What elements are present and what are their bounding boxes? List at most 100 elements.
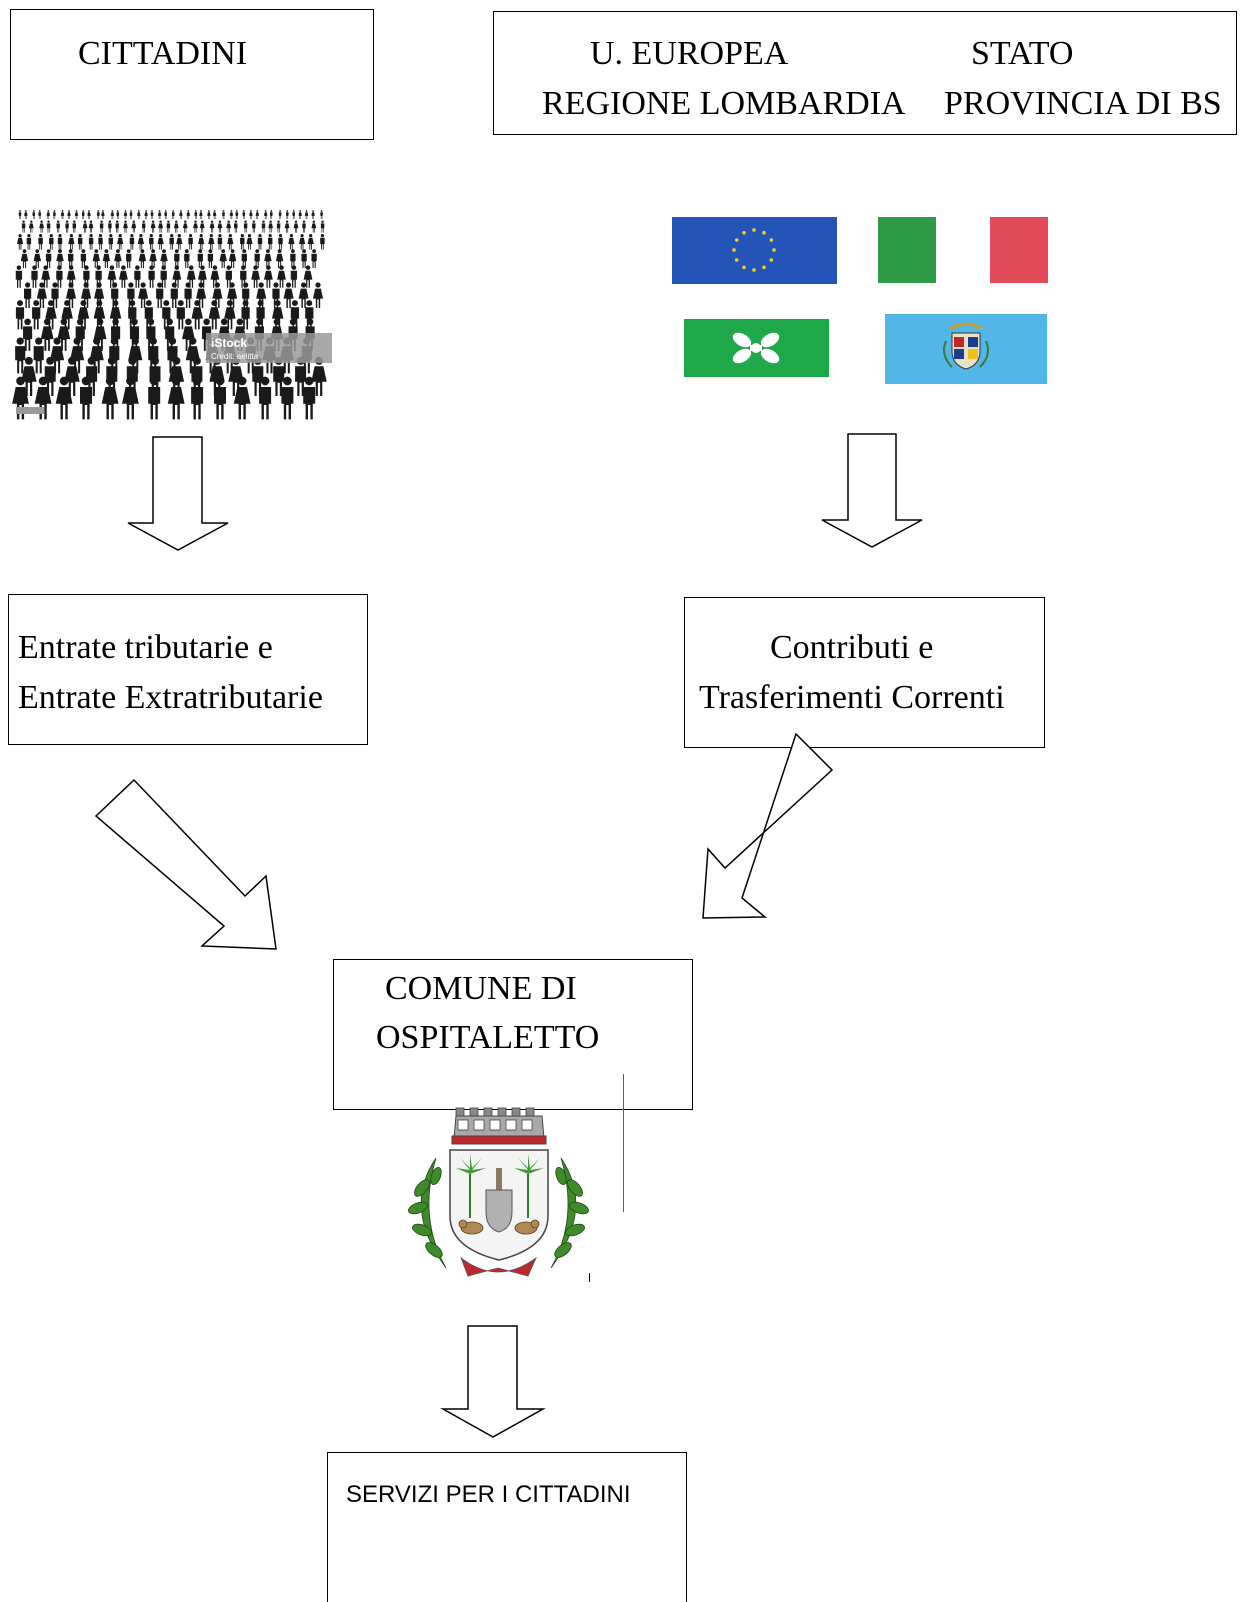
eu-star (762, 230, 766, 235)
person-figure (182, 318, 195, 351)
person-figure (101, 210, 105, 219)
person-figure (148, 265, 155, 288)
italy-flag-red (990, 217, 1048, 283)
person-figure (56, 220, 60, 233)
enti-box: U. EUROPEA STATO REGIONE LOMBARDIA PROVI… (493, 11, 1237, 135)
person-figure (129, 210, 133, 219)
arrow-down-comune (440, 1325, 546, 1438)
person-figure (209, 220, 215, 233)
person-figure (160, 265, 167, 288)
comune-line1: COMUNE DI (385, 970, 577, 1007)
person-figure (75, 318, 85, 351)
person-figure (88, 234, 94, 250)
person-figure (227, 282, 238, 309)
person-figure (65, 282, 77, 309)
person-figure (199, 210, 203, 219)
enti-stato-label: STATO (971, 35, 1074, 72)
entrate-line2: Entrate Extratributarie (18, 679, 323, 716)
person-figure (149, 249, 157, 269)
person-figure (65, 220, 69, 233)
person-figure (191, 376, 204, 420)
arrow-down-enti (821, 433, 923, 548)
eu-star (742, 265, 746, 270)
person-figure (299, 234, 306, 250)
person-figure (67, 210, 71, 219)
coat-of-arms-image (408, 1107, 589, 1277)
person-figure (17, 234, 24, 250)
eu-flag (672, 217, 837, 284)
person-figure (184, 249, 190, 269)
eu-star (769, 258, 774, 262)
person-figure (116, 210, 120, 219)
arrow-down-cittadini (127, 436, 229, 551)
person-figure (160, 249, 168, 269)
person-figure (80, 376, 92, 420)
person-figure (150, 220, 156, 233)
person-figure (89, 337, 104, 374)
person-figure (246, 234, 253, 250)
person-figure (61, 300, 73, 330)
person-figure (256, 282, 267, 309)
person-figure (171, 210, 175, 219)
person-figure (78, 234, 83, 250)
arrow-diag-contributi (702, 732, 834, 919)
person-figure (68, 234, 75, 250)
person-figure (224, 300, 236, 330)
person-figure (109, 300, 122, 330)
person-figure (158, 220, 163, 233)
eu-star (772, 248, 776, 252)
person-figure (149, 234, 154, 250)
person-figure (264, 249, 272, 269)
person-figure (101, 376, 119, 420)
person-figure (311, 220, 317, 233)
person-figure (21, 220, 26, 233)
watermark-band (206, 333, 332, 363)
person-figure (212, 282, 223, 309)
person-figure (281, 376, 294, 420)
person-figure (24, 282, 32, 309)
person-figure (290, 265, 298, 288)
person-figure (23, 318, 33, 351)
person-figure (188, 234, 193, 250)
person-figure (144, 210, 148, 219)
person-figure (252, 220, 256, 233)
person-figure (276, 220, 281, 233)
eu-star (734, 258, 739, 262)
person-figure (185, 337, 200, 374)
eu-star (762, 265, 766, 270)
person-figure (298, 210, 302, 219)
person-figure (33, 249, 42, 269)
cittadini-label: CITTADINI (78, 35, 248, 72)
person-figure (212, 210, 217, 219)
person-figure (182, 220, 188, 233)
person-figure (18, 210, 22, 219)
person-figure (41, 265, 51, 288)
person-figure (131, 220, 137, 233)
person-figure (38, 234, 43, 250)
person-figure (217, 234, 223, 250)
person-figure (21, 356, 37, 396)
person-figure (268, 234, 273, 250)
person-figure (277, 265, 286, 288)
person-figure (164, 210, 167, 219)
person-figure (210, 265, 220, 288)
brescia-flag (885, 314, 1047, 384)
person-figure (208, 234, 215, 250)
person-figure (57, 234, 63, 250)
entrate-box: Entrate tributarie e Entrate Extratribut… (8, 594, 368, 745)
person-figure (72, 220, 76, 233)
person-figure (303, 376, 316, 420)
laurel-wreath (408, 1157, 589, 1269)
contributi-line1: Contributi e (770, 629, 934, 666)
person-figure (292, 210, 295, 219)
person-figure (278, 210, 282, 219)
person-figure (12, 376, 29, 420)
person-figure (170, 282, 178, 309)
person-figure (186, 265, 196, 288)
crown (451, 1107, 547, 1145)
person-figure (157, 234, 164, 250)
person-figure (167, 376, 185, 420)
watermark-brand: iStock (211, 336, 247, 350)
person-figure (240, 234, 245, 250)
person-figure (235, 210, 239, 219)
